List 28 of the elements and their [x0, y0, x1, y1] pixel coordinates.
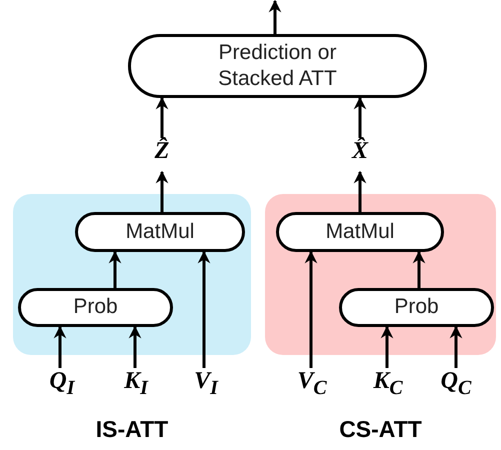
variable-label: V$_{C}$ — [292, 368, 332, 402]
variable-label: Q$_{C}$ — [434, 368, 478, 402]
variable-label: V$_{I}$ — [188, 368, 224, 402]
module-title: IS-ATT — [94, 416, 170, 443]
variable-label: X̂ — [344, 138, 376, 172]
arrow — [354, 170, 366, 212]
process-box: Prob — [18, 288, 173, 327]
arrow — [304, 250, 318, 368]
arrow — [380, 326, 394, 368]
arrow — [450, 326, 462, 368]
arrow — [128, 326, 142, 368]
arrow — [156, 96, 168, 138]
variable-label: K$_{C}$ — [366, 368, 410, 402]
module-title: CS-ATT — [338, 416, 423, 443]
arrow — [108, 250, 122, 288]
process-box: MatMul — [75, 212, 245, 252]
arrow — [268, 0, 282, 34]
process-box: Prediction or Stacked ATT — [128, 34, 427, 98]
arrow — [412, 250, 426, 288]
arrow — [354, 96, 366, 138]
variable-label: K$_{I}$ — [116, 368, 156, 402]
variable-label: Ẑ — [146, 138, 178, 172]
arrow — [156, 170, 168, 212]
process-box: Prob — [339, 288, 494, 327]
variable-label: Q$_{I}$ — [42, 368, 82, 402]
arrow — [54, 326, 66, 368]
process-box: MatMul — [276, 212, 444, 252]
arrow — [198, 250, 210, 368]
